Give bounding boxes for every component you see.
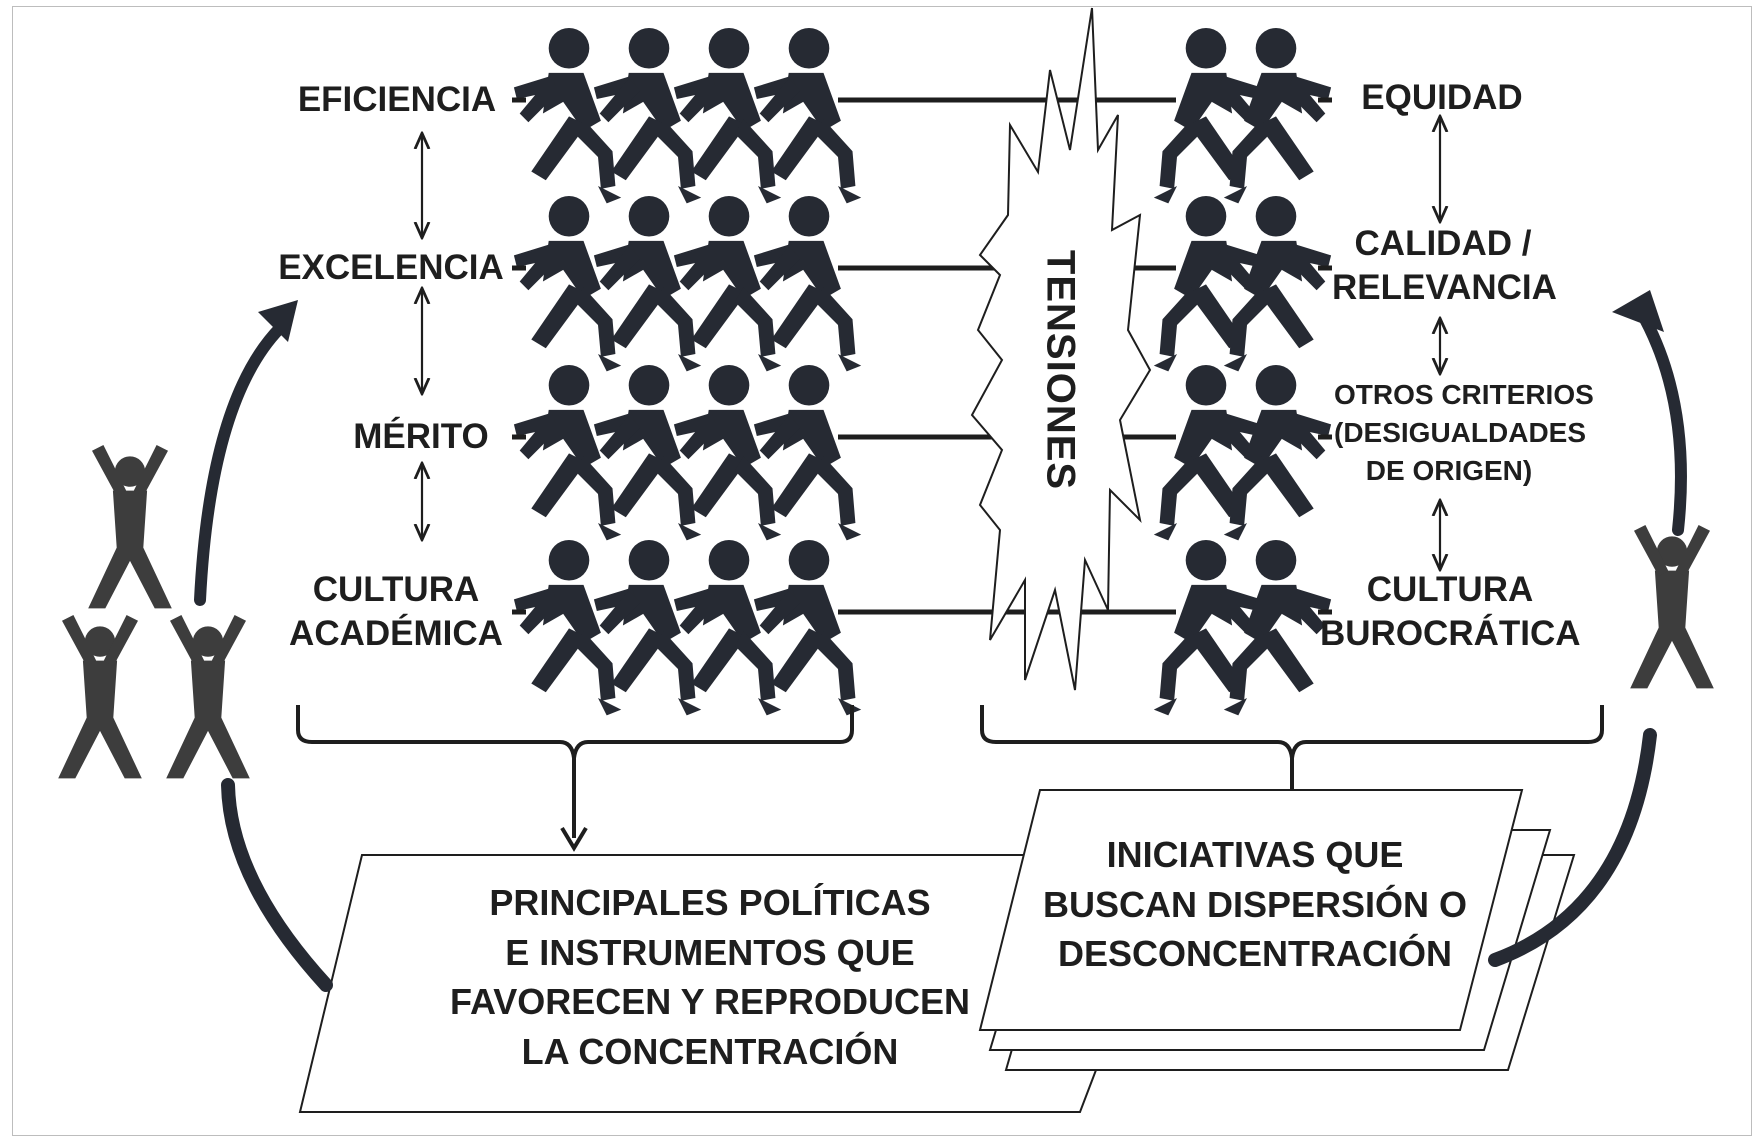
cheering-people-right xyxy=(1630,525,1714,689)
initiatives-box xyxy=(978,789,1524,1031)
label-excelencia: EXCELENCIA xyxy=(278,248,504,287)
policies-line4: LA CONCENTRACIÓN xyxy=(521,1031,899,1073)
label-cultura-burocratica-line2: BUROCRÁTICA xyxy=(1320,613,1581,653)
label-cultura-academica-line2: ACADÉMICA xyxy=(289,613,503,653)
right-cycle-arrowhead xyxy=(1612,290,1664,332)
puller-row-calidad xyxy=(1153,195,1332,372)
policies-line3: FAVORECEN Y REPRODUCEN xyxy=(449,981,971,1023)
cycle-arrows xyxy=(194,304,1687,992)
puller-row-cultura-burocratica xyxy=(1153,539,1332,716)
right-cycle-curve-lower xyxy=(1488,728,1657,967)
label-otros-line1: OTROS CRITERIOS xyxy=(1334,379,1594,410)
label-otros-line2: (DESIGUALDADES xyxy=(1334,416,1587,448)
puller-row-cultura-academica xyxy=(513,539,862,716)
label-otros-line3: DE ORIGEN) xyxy=(1365,454,1533,486)
left-cycle-curve-upper xyxy=(194,322,286,606)
initiatives-line2: BUSCAN DISPERSIÓN O xyxy=(1042,883,1468,925)
tension-burst xyxy=(970,7,1152,691)
initiatives-text: INICIATIVAS QUE BUSCAN DISPERSIÓN O DESC… xyxy=(1020,830,1490,979)
double-arrows xyxy=(422,118,1440,568)
tug-of-war-person-icon xyxy=(1223,539,1332,716)
left-cycle-curve-lower xyxy=(221,778,333,992)
label-otros-criterios: OTROS CRITERIOS (DESIGUALDADES DE ORIGEN… xyxy=(1334,376,1594,489)
label-cultura-academica-line1: CULTURA xyxy=(312,570,480,609)
label-merito: MÉRITO xyxy=(353,417,489,456)
initiatives-line3: DESCONCENTRACIÓN xyxy=(1057,933,1452,975)
puller-row-eficiencia xyxy=(513,27,862,204)
puller-row-equidad xyxy=(1153,27,1332,204)
label-cultura-academica: CULTURA ACADÉMICA xyxy=(280,568,512,656)
label-calidad-line2: RELEVANCIA xyxy=(1332,267,1557,307)
label-cultura-burocratica: CULTURA BUROCRÁTICA xyxy=(1320,568,1581,656)
right-pullers xyxy=(1153,27,1332,716)
policies-box xyxy=(298,854,1180,1113)
cheering-person-icon xyxy=(166,615,250,779)
cheering-person-icon xyxy=(1630,525,1714,689)
label-eficiencia: EFICIENCIA xyxy=(297,80,497,119)
left-brace-arrowhead xyxy=(560,826,588,852)
policies-line1: PRINCIPALES POLÍTICAS xyxy=(489,882,931,923)
left-pullers xyxy=(513,27,862,716)
puller-row-merito xyxy=(513,364,862,541)
tug-of-war-person-icon xyxy=(1223,27,1332,204)
tug-of-war-person-icon xyxy=(1223,195,1332,372)
label-calidad-line1: CALIDAD / xyxy=(1354,224,1532,263)
cheering-person-icon xyxy=(58,615,142,779)
tug-of-war-person-icon xyxy=(1223,364,1332,541)
label-calidad-relevancia: CALIDAD / RELEVANCIA xyxy=(1332,222,1557,310)
policies-line2: E INSTRUMENTOS QUE xyxy=(505,931,915,973)
policies-text: PRINCIPALES POLÍTICAS E INSTRUMENTOS QUE… xyxy=(330,878,1090,1077)
tension-label: TENSIONES xyxy=(1038,249,1083,491)
puller-row-excelencia xyxy=(513,195,862,372)
initiatives-line1: INICIATIVAS QUE xyxy=(1106,834,1404,875)
right-brace xyxy=(980,705,1604,759)
cheering-person-icon xyxy=(88,445,172,609)
right-cycle-curve-upper xyxy=(1634,304,1687,536)
label-cultura-burocratica-line1: CULTURA xyxy=(1366,570,1534,609)
label-dashes xyxy=(512,97,1332,615)
cheering-people-left xyxy=(58,445,250,779)
left-cycle-arrowhead xyxy=(258,300,298,342)
puller-row-otros xyxy=(1153,364,1332,541)
label-equidad: EQUIDAD xyxy=(1361,78,1523,117)
